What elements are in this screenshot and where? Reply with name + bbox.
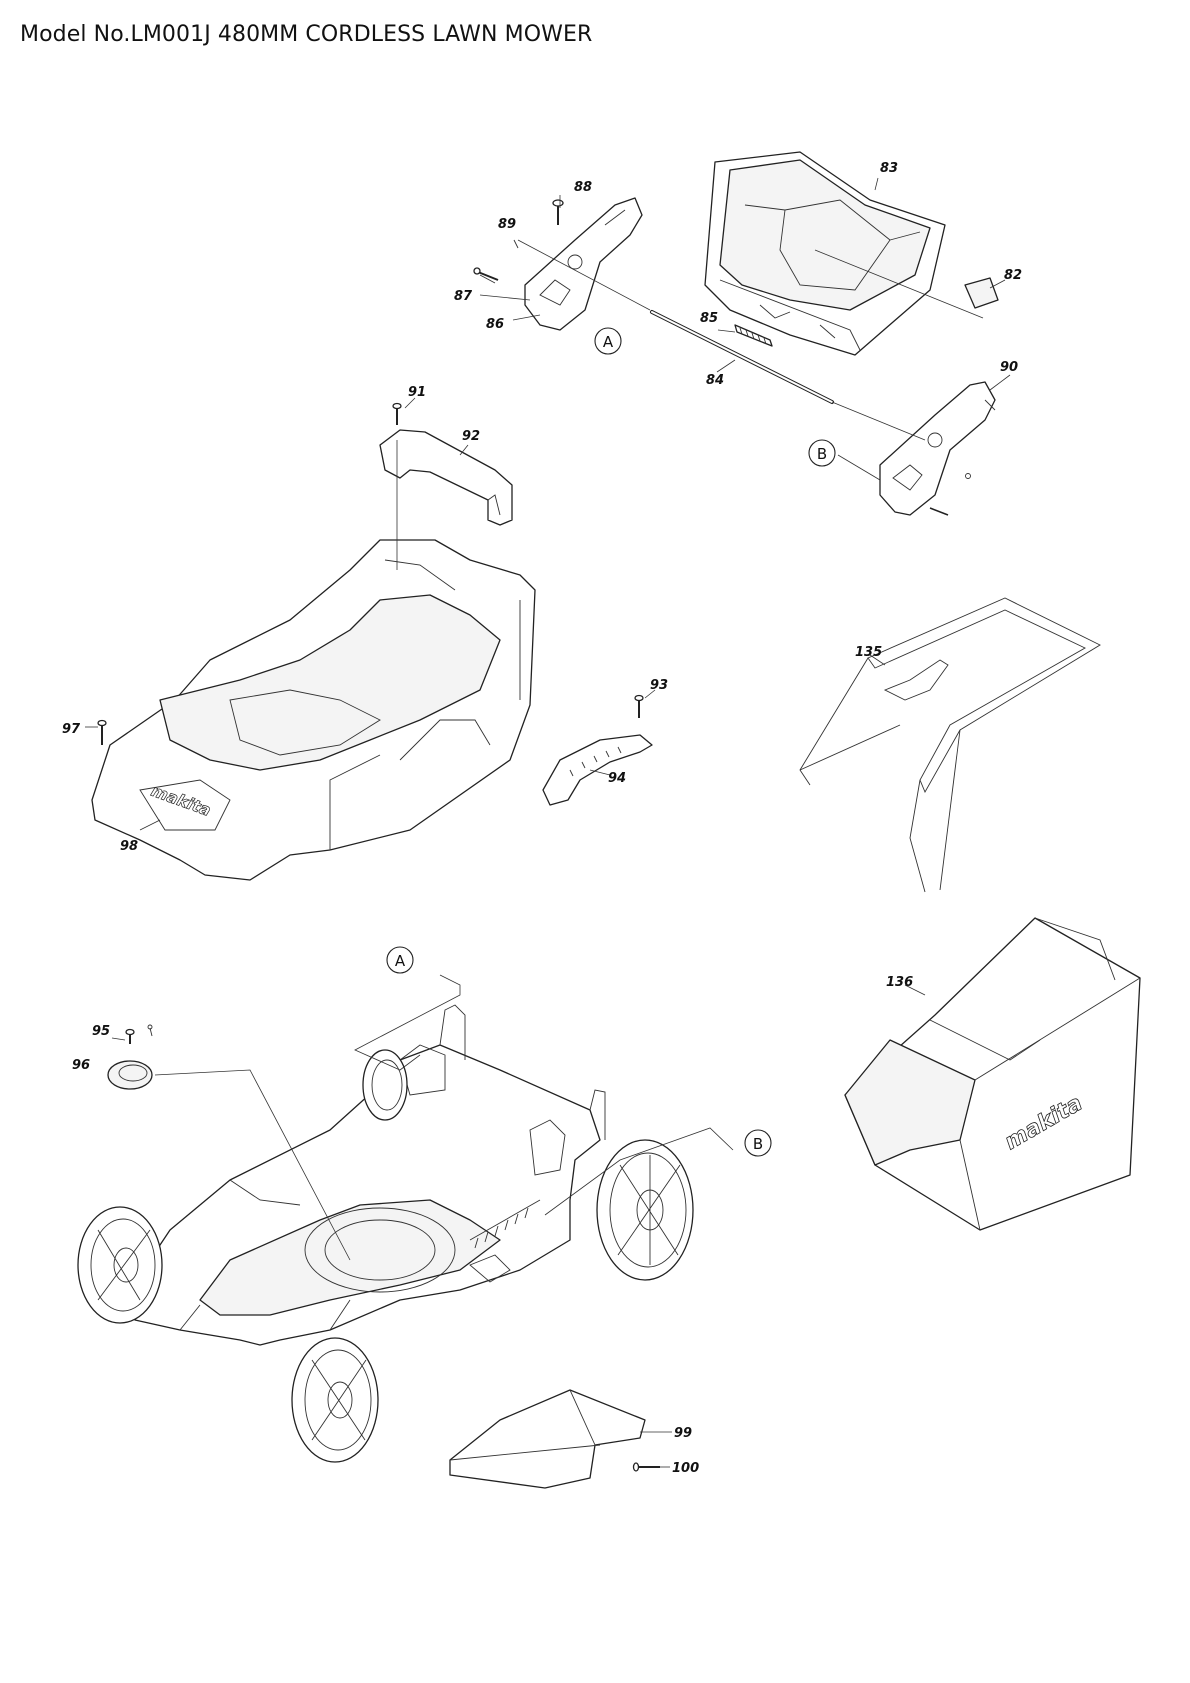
callout-98: 98 <box>120 839 138 854</box>
wheel-front-left[interactable] <box>291 1337 379 1463</box>
wheel-front-right[interactable] <box>362 1049 408 1121</box>
callout-83: 83 <box>880 161 898 176</box>
part-85-spring[interactable] <box>734 324 773 347</box>
part-99-discharge-flap[interactable] <box>449 1389 646 1489</box>
part-90-right-bracket[interactable] <box>879 381 996 516</box>
part-91-screw[interactable] <box>392 402 402 426</box>
page-title: Model No.LM001J 480MM CORDLESS LAWN MOWE… <box>20 22 593 47</box>
callout-100: 100 <box>672 1461 699 1476</box>
callout-91: 91 <box>408 385 426 400</box>
part-86-left-bracket[interactable] <box>524 197 643 331</box>
callout-135: 135 <box>855 645 882 660</box>
part-84-rod[interactable] <box>650 310 834 404</box>
mower-deck-assembly[interactable] <box>129 1004 606 1346</box>
part-82-pad[interactable] <box>964 277 999 309</box>
svg-text:A: A <box>395 952 406 970</box>
reference-marker-b-upper: B <box>808 439 836 467</box>
part-87-screw[interactable] <box>473 267 499 281</box>
callout-136: 136 <box>886 975 913 990</box>
callout-85: 85 <box>700 311 718 326</box>
part-100-screw[interactable] <box>632 1462 661 1472</box>
part-97-screw[interactable] <box>97 719 107 746</box>
callout-94: 94 <box>608 771 626 786</box>
reference-marker-a-lower: A <box>386 946 414 974</box>
part-89-pin[interactable] <box>513 239 519 249</box>
leader-lines <box>85 177 1011 1468</box>
callout-82: 82 <box>1004 268 1022 283</box>
part-93-screw[interactable] <box>634 694 644 719</box>
part-callouts: 83 82 85 84 88 89 87 86 90 91 92 93 94 9… <box>62 161 1022 1476</box>
wheel-rear-left[interactable] <box>77 1206 163 1324</box>
callout-95: 95 <box>92 1024 110 1039</box>
reference-marker-b-lower: B <box>744 1129 772 1157</box>
callout-99: 99 <box>674 1426 692 1441</box>
callout-96: 96 <box>72 1058 90 1073</box>
svg-text:B: B <box>817 445 827 463</box>
part-92-carry-handle[interactable] <box>379 429 513 526</box>
wheel-rear-right[interactable] <box>596 1139 694 1281</box>
callout-97: 97 <box>62 722 81 737</box>
callout-92: 92 <box>462 429 480 444</box>
svg-text:B: B <box>753 1135 763 1153</box>
callout-86: 86 <box>486 317 504 332</box>
callout-87: 87 <box>454 289 473 304</box>
callout-88: 88 <box>574 180 592 195</box>
reference-marker-a-upper: A <box>594 327 622 355</box>
part-135-wire-frame[interactable] <box>799 597 1101 893</box>
part-136-grass-bag[interactable]: makita <box>844 917 1141 1231</box>
part-95-screws[interactable] <box>125 1024 153 1044</box>
callout-84: 84 <box>706 373 724 388</box>
part-90-small-screw[interactable] <box>929 473 971 516</box>
part-98-top-housing[interactable]: makita <box>91 539 536 881</box>
callout-89: 89 <box>498 217 516 232</box>
part-83-rear-cover[interactable] <box>704 151 946 356</box>
part-88-screw[interactable] <box>552 199 564 225</box>
part-96-knob[interactable] <box>107 1060 153 1090</box>
part-94-trim[interactable] <box>542 734 653 806</box>
callout-93: 93 <box>650 678 668 693</box>
svg-text:A: A <box>603 333 614 351</box>
callout-90: 90 <box>1000 360 1018 375</box>
